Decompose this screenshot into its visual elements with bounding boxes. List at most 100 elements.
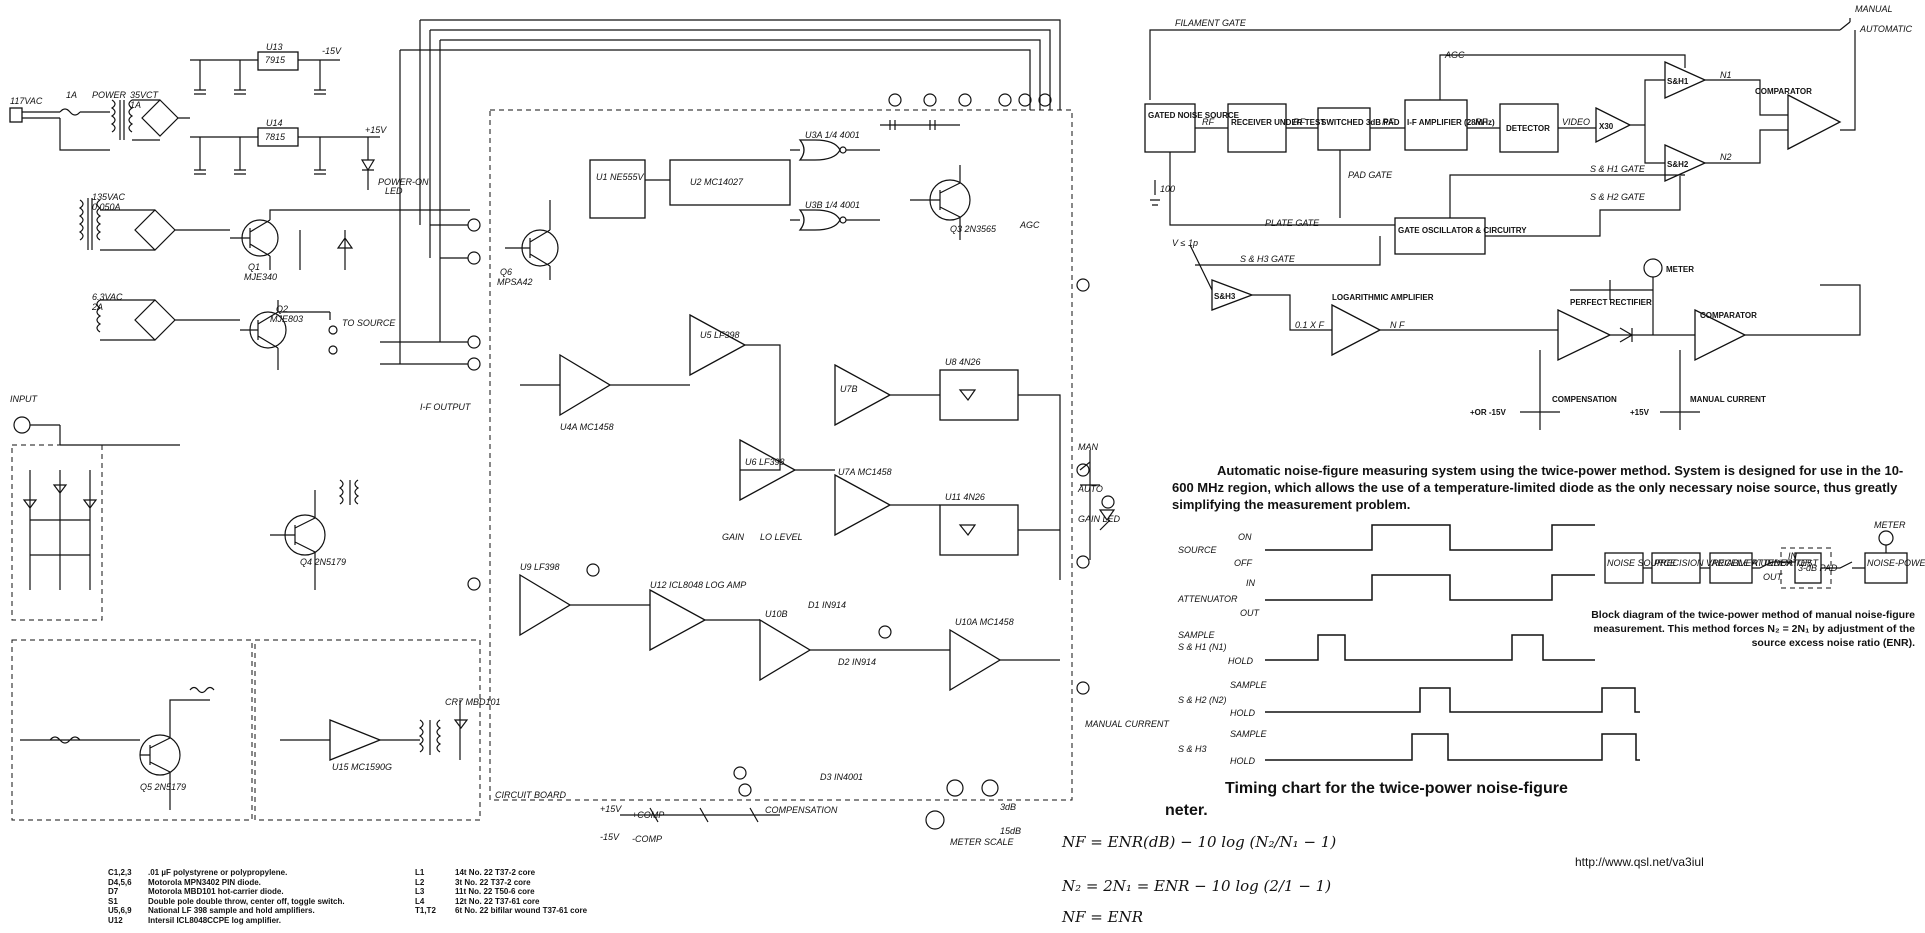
timing-caption: Timing chart for the twice-power noise-f…: [1225, 780, 1568, 797]
block-label: COMPENSATION: [1552, 395, 1617, 404]
block-log-amp: [1331, 303, 1382, 357]
schem-label: Q3 2N3565: [950, 224, 997, 234]
label-agc: AGC: [1444, 50, 1465, 60]
schem-label: MAN: [1078, 442, 1099, 452]
schem-label: U7B: [840, 384, 858, 394]
schem-label: INPUT: [10, 394, 39, 404]
schem-label: I-F OUTPUT: [420, 402, 472, 412]
auto-block-diagram: [1144, 18, 1861, 430]
timing-level-label: HOLD: [1228, 656, 1254, 666]
schem-label: -15V: [600, 832, 620, 842]
schem-label: 35VCT: [130, 90, 160, 100]
digital-control-section: [399, 19, 1073, 801]
schem-label: Q5 2N5179: [140, 782, 186, 792]
legend-row: C1,2,3.01 µF polystyrene or polypropylen…: [108, 868, 288, 877]
signal-label: 0.1 X F: [1295, 320, 1325, 330]
timing-level-label: ON: [1238, 532, 1252, 542]
schem-label: 1A: [66, 90, 77, 100]
schem-label: U2 MC14027: [690, 177, 744, 187]
schem-label: +15V: [600, 804, 622, 814]
schem-label: POWER-ON: [378, 177, 429, 187]
schem-label: +COMP: [632, 810, 664, 820]
schem-label: U4A MC1458: [560, 422, 614, 432]
block-label: DETECTOR: [1506, 124, 1550, 133]
schem-label: U10B: [765, 609, 788, 619]
schem-label: LO LEVEL: [760, 532, 803, 542]
timing-row-label: S & H3: [1178, 744, 1207, 754]
label-sh1-gate: S & H1 GATE: [1590, 164, 1646, 174]
timing-wave-attenuator: [1265, 574, 1595, 601]
schem-label: AGC: [1019, 220, 1040, 230]
manual-block-label: RECEIVER UNDER TEST: [1712, 558, 1820, 568]
schem-label: Q1: [248, 262, 260, 272]
schem-label: 135VAC: [92, 192, 126, 202]
schem-label: 1A: [130, 100, 141, 110]
schem-label: 6.3VAC: [92, 292, 123, 302]
signal-label: N2: [1720, 152, 1732, 162]
signal-label: VIDEO: [1562, 117, 1590, 127]
block-x30: [1595, 106, 1632, 144]
timing-caption-cont: neter.: [1165, 802, 1208, 819]
signal-label: RF: [1382, 117, 1394, 127]
schem-label: U11 4N26: [945, 492, 985, 502]
parts-legend-col1: C1,2,3.01 µF polystyrene or polypropylen…: [108, 868, 438, 925]
schem-label: GAIN: [722, 532, 745, 542]
block-label: RECEIVER UNDER TEST: [1231, 118, 1325, 127]
block-label: COMPARATOR: [1700, 311, 1757, 320]
block-sh3: [1211, 279, 1254, 311]
schem-label: U8 4N26: [945, 357, 981, 367]
block-label: S&H3: [1214, 292, 1236, 301]
schem-label: U3B 1/4 4001: [805, 200, 860, 210]
schem-label: Q6: [500, 267, 512, 277]
schem-label: U9 LF398: [520, 562, 560, 572]
manual-caption: Block diagram of the twice-power method …: [1591, 609, 1915, 649]
label-v: V ≤ 1p: [1172, 238, 1198, 248]
timing-level-label: SAMPLE: [1178, 630, 1216, 640]
formula-n2: N₂ = 2N₁ = ENR − 10 log (2/1 − 1): [1062, 877, 1332, 895]
label-100: 100: [1160, 184, 1175, 194]
timing-level-label: SAMPLE: [1230, 729, 1268, 739]
schem-label: U6 LF398: [745, 457, 785, 467]
power-supply-section: [9, 51, 559, 371]
schem-label: MJE340: [244, 272, 277, 282]
timing-labels: SOURCE ON OFF ATTENUATOR IN OUT S & H1 (…: [1177, 532, 1268, 766]
schem-label: D1 IN914: [808, 600, 846, 610]
schem-label: U14: [266, 118, 283, 128]
label-sh2-gate: S & H2 GATE: [1590, 192, 1646, 202]
block-label: METER: [1666, 265, 1694, 274]
block-label: I-F AMPLIFIER (28MHz): [1407, 118, 1495, 127]
timing-level-label: IN: [1246, 578, 1256, 588]
schem-label: MPSA42: [497, 277, 533, 287]
signal-label: N1: [1720, 70, 1732, 80]
label-automatic: AUTOMATIC: [1859, 24, 1913, 34]
schem-label: 7915: [265, 55, 286, 65]
schematic-labels: 117VAC 1A POWER 35VCT 1A U13 7915 -15V U…: [10, 42, 1170, 847]
timing-level-label: SAMPLE: [1230, 680, 1268, 690]
manual-block-label: NOISE SOURCE: [1607, 558, 1677, 568]
formula-nf: NF = ENR(dB) − 10 log (N₂/N₁ − 1): [1062, 833, 1337, 851]
timing-chart: [1265, 524, 1640, 761]
schem-label: Q4 2N5179: [300, 557, 346, 567]
block-label: PERFECT RECTIFIER: [1570, 298, 1652, 307]
signal-label: RF: [1202, 117, 1214, 127]
timing-wave-sh1: [1265, 634, 1595, 661]
block-perfect-rect: [1557, 308, 1612, 362]
label-plate-gate: PLATE GATE: [1265, 218, 1320, 228]
schem-label: Q2: [276, 304, 288, 314]
schem-label: 7815: [265, 132, 286, 142]
timing-level-label: OUT: [1240, 608, 1261, 618]
manual-meter-label: METER: [1874, 520, 1906, 530]
schem-label: POWER: [92, 90, 127, 100]
label-pad-gate: PAD GATE: [1348, 170, 1393, 180]
schem-label: U13: [266, 42, 283, 52]
signal-label: RF: [1293, 117, 1305, 127]
formula-nf-enr: NF = ENR: [1062, 908, 1144, 926]
